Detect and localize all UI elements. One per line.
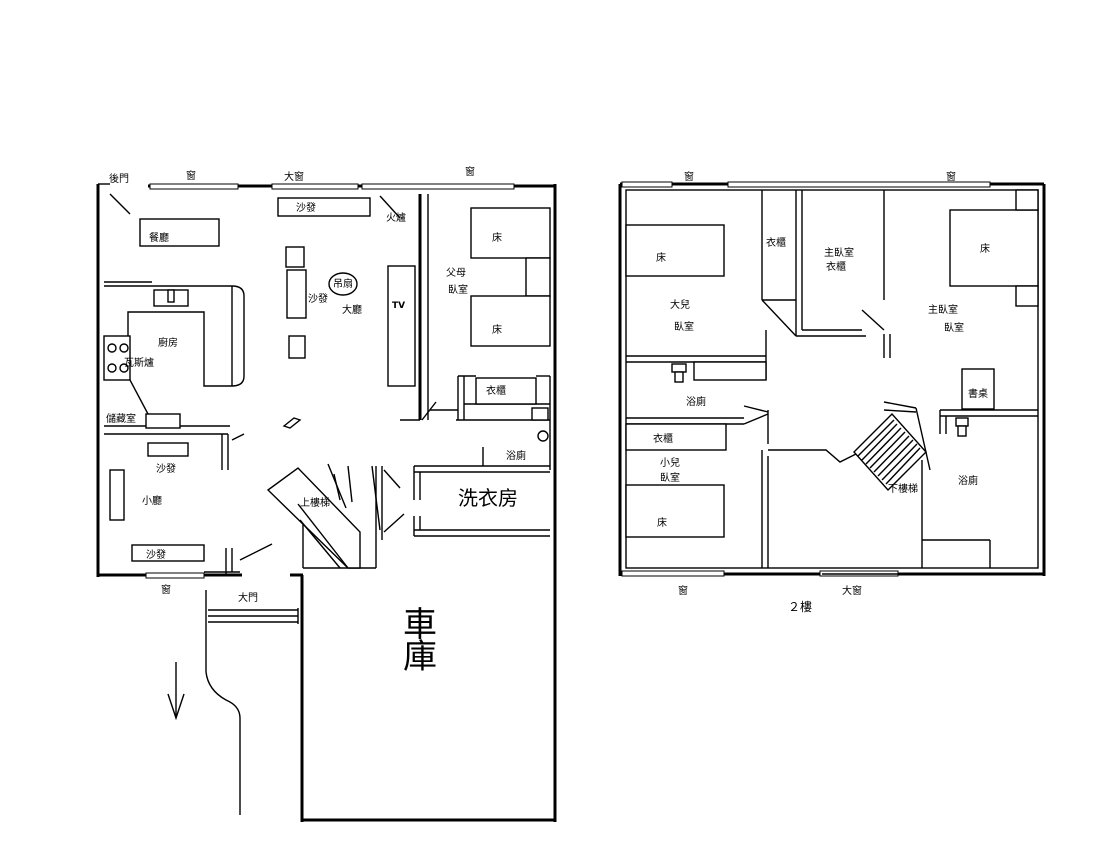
- closet-label: 衣櫃: [766, 236, 786, 249]
- first-floor-stairs: [266, 467, 361, 569]
- bathroom-label: 浴廁: [686, 395, 706, 408]
- first-floor-doors: [109, 193, 437, 561]
- first-floor-windows: [145, 183, 515, 579]
- bed-label: 床: [657, 516, 667, 529]
- window-label: 窗: [186, 169, 196, 182]
- big-son-room-label: 臥室: [674, 320, 694, 333]
- toilet-tank: [531, 407, 549, 421]
- second-floor-stairs: [853, 412, 927, 492]
- bed-top: [470, 207, 551, 259]
- first-floor-plan: 後門 窗 大窗 窗 沙發 火爐 餐廳 吊扇 沙發 大廳 TV 床 床 父母 臥室…: [96, 165, 557, 822]
- master-room-label: 主臥室: [928, 303, 958, 316]
- sofa-label: 沙發: [146, 548, 166, 561]
- master-closet-label: 衣櫃: [826, 260, 846, 273]
- sofa-small-bottom: [131, 544, 205, 562]
- storage-room-label: 儲藏室: [106, 412, 136, 425]
- bathroom-label: 浴廁: [958, 474, 978, 487]
- big-son-room-label: 大兒: [670, 298, 690, 311]
- main-door-label: 大門: [238, 591, 258, 604]
- parents-room-label: 父母: [446, 267, 466, 279]
- desk-label: 書桌: [968, 387, 988, 400]
- master-room-label: 臥室: [944, 321, 964, 334]
- nightstand: [525, 257, 551, 297]
- entrance-walkway: [167, 590, 299, 815]
- window-label: 窗: [678, 584, 688, 597]
- small-son-room-label: 臥室: [660, 471, 680, 484]
- ceiling-fan-label: 吊扇: [333, 277, 353, 290]
- sofa-label: 沙發: [296, 201, 316, 214]
- bed-label: 床: [492, 323, 502, 336]
- second-floor-windows: [621, 181, 991, 577]
- desk: [961, 368, 995, 410]
- back-door-label: 後門: [109, 172, 129, 185]
- first-floor-labels: 後門 窗 大窗 窗 沙發 火爐 餐廳 吊扇 沙發 大廳 TV 床 床 父母 臥室…: [106, 165, 526, 677]
- upstairs-label: 上樓梯: [300, 496, 330, 509]
- laundry-room-label: 洗衣房: [458, 486, 518, 510]
- ceiling-fan-circle: [328, 272, 358, 296]
- small-living-room-label: 小廳: [142, 494, 162, 507]
- small-son-room-label: 小兒: [660, 457, 680, 469]
- storage-cabinet: [145, 413, 181, 429]
- bed-label: 床: [492, 231, 502, 244]
- downstairs-label: 下樓梯: [888, 482, 918, 495]
- garage-label: 車: [403, 605, 437, 645]
- closet-label: 衣櫃: [486, 384, 506, 397]
- first-floor-furniture: [103, 197, 551, 562]
- window-label: 窗: [161, 583, 171, 596]
- big-window-label: 大窗: [284, 170, 304, 183]
- sofa-mid: [286, 269, 307, 319]
- parents-room-label: 臥室: [448, 283, 468, 296]
- sofa-label: 沙發: [308, 292, 328, 305]
- gas-stove-label: 瓦斯爐: [124, 356, 154, 369]
- bathroom-label: 浴廁: [506, 449, 526, 462]
- fireplace-label: 火爐: [386, 211, 406, 224]
- dining-room-label: 餐廳: [149, 231, 169, 244]
- second-floor-plan: 窗 窗 床 衣櫃 主臥室 衣櫃 床 大兒 臥室 主臥室 臥室 書桌 浴廁 衣櫃 …: [618, 170, 1046, 614]
- floor-label: ２樓: [788, 599, 812, 614]
- chair: [288, 335, 306, 359]
- bed-label: 床: [980, 242, 990, 255]
- side-table: [285, 246, 305, 268]
- second-floor-furniture: [625, 189, 1039, 538]
- bed-small-son: [625, 484, 725, 538]
- side-sofa: [109, 469, 125, 521]
- closet-small-box: [625, 423, 727, 451]
- stove: [103, 335, 131, 381]
- tv-cabinet: [387, 265, 416, 387]
- bed-big-son: [625, 224, 725, 277]
- arrow-head: [167, 693, 185, 721]
- toilet: [671, 363, 687, 373]
- dresser: [693, 361, 767, 381]
- dining-table: [139, 218, 220, 247]
- sofa-small-top: [147, 442, 189, 457]
- window-label: 窗: [465, 165, 475, 178]
- second-floor-labels: 窗 窗 床 衣櫃 主臥室 衣櫃 床 大兒 臥室 主臥室 臥室 書桌 浴廁 衣櫃 …: [653, 170, 990, 614]
- garage-label: 庫: [403, 637, 437, 677]
- bed-bottom: [470, 295, 551, 347]
- big-window-label: 大窗: [842, 584, 862, 597]
- living-room-label: 大廳: [342, 303, 362, 316]
- small-object: [282, 417, 302, 429]
- closet-box: [475, 377, 537, 405]
- tv-label: TV: [392, 301, 405, 311]
- window-label: 窗: [946, 170, 956, 183]
- closet-label: 衣櫃: [653, 432, 673, 445]
- bed-label: 床: [656, 251, 666, 264]
- master-closet-label: 主臥室: [824, 246, 854, 259]
- master-bed: [949, 209, 1039, 287]
- sofa-top: [277, 197, 371, 217]
- kitchen-label: 廚房: [158, 336, 178, 349]
- sofa-label: 沙發: [156, 462, 176, 475]
- toilet-right: [955, 417, 969, 427]
- window-label: 窗: [684, 170, 694, 183]
